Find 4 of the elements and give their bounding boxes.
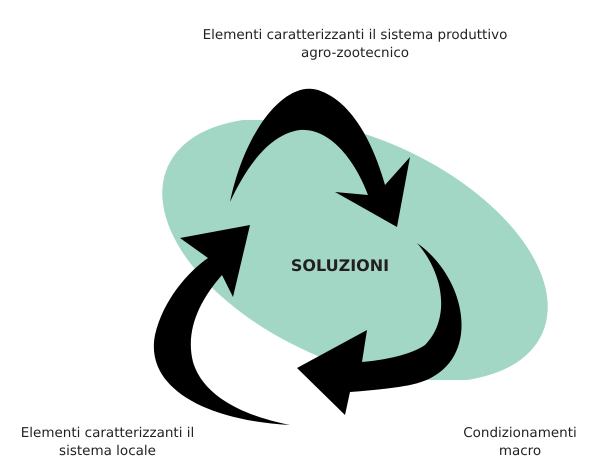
center-title: SOLUZIONI bbox=[290, 256, 390, 275]
caption-text: Elementi caratterizzanti il sistema produttivo agro-zootecnico bbox=[202, 26, 508, 62]
caption-text: Elementi caratterizzanti il sistema locale bbox=[20, 424, 196, 460]
caption-text: Condizionamenti macro bbox=[462, 424, 578, 460]
